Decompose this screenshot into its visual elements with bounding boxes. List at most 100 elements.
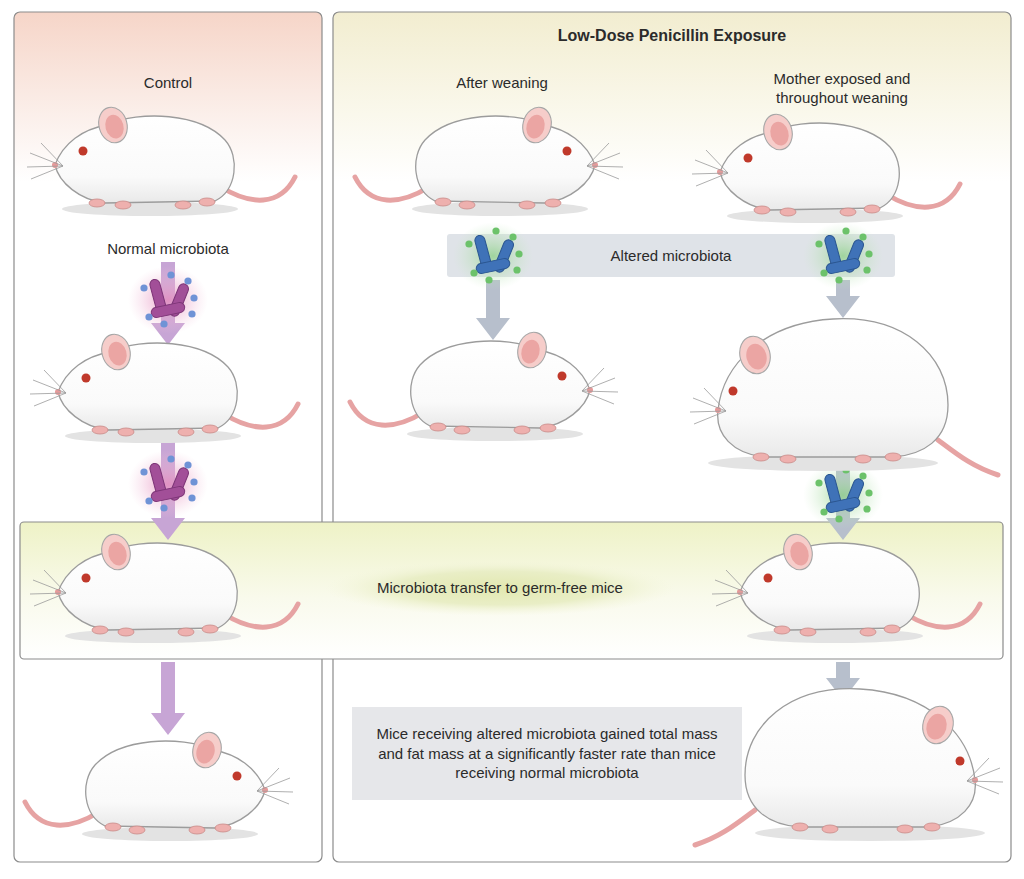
bacteria-dot — [515, 250, 522, 257]
mouse-ear-inner — [106, 540, 130, 568]
mouse-whisker — [33, 580, 66, 593]
band-label: Altered microbiota — [611, 246, 732, 266]
mouse-eye — [233, 772, 242, 781]
mouse-foot — [199, 198, 215, 206]
transfer-band: Microbiota transfer to germ-free mice — [20, 522, 1003, 659]
mouse-foot — [792, 823, 808, 831]
mouse-body — [720, 123, 899, 210]
bacteria-rod — [150, 486, 185, 503]
mouse-group — [25, 104, 1003, 845]
mouse-whisker — [694, 411, 726, 424]
mouse-whisker — [27, 166, 63, 167]
mouse-foot — [864, 205, 880, 213]
bacteria-dot — [160, 320, 167, 327]
mouse-foot — [860, 628, 876, 636]
bacteria-dot — [820, 508, 827, 515]
mouse-whisker — [967, 768, 1000, 781]
mouse-whisker — [30, 593, 66, 594]
bacteria-dot — [190, 478, 197, 485]
mouse-foot — [118, 428, 134, 436]
mouse-foot — [202, 625, 218, 633]
mouse-foot — [175, 201, 191, 209]
mouse-whisker — [33, 380, 66, 393]
mouse-whisker — [587, 166, 623, 167]
bacteria-dot — [820, 269, 827, 276]
mouse-whisker — [696, 173, 728, 186]
mouse-ear — [189, 729, 225, 771]
bacteria-glow — [128, 266, 208, 334]
bacteria-dot — [509, 233, 516, 240]
bacteria-glow — [803, 222, 883, 290]
mouse-whisker — [34, 393, 66, 406]
bacteria-rod — [150, 302, 185, 319]
mouse-foot — [774, 626, 790, 634]
mouse-body — [58, 343, 237, 430]
mouse-figure — [350, 329, 618, 441]
mouse-ear-inner — [768, 120, 792, 148]
mouse-body — [740, 543, 919, 630]
mouse-foot — [202, 425, 218, 433]
bacteria-dot — [167, 455, 174, 462]
mouse-eye — [558, 372, 567, 381]
mouse-whisker — [30, 393, 66, 394]
mouse-tail — [938, 440, 998, 475]
mouse-foot — [118, 628, 134, 636]
mouse-ear — [95, 104, 131, 146]
mouse-whisker — [44, 570, 66, 593]
bacteria-cluster — [453, 222, 533, 290]
bacteria-dot — [188, 310, 195, 317]
mouse-ear-inner — [788, 540, 812, 568]
microbiota-label: Normal microbiota — [107, 239, 229, 259]
bacteria-dot — [188, 494, 195, 501]
mouse-body — [416, 116, 595, 203]
mouse-whisker — [967, 781, 1003, 782]
bacteria-cluster — [128, 266, 208, 334]
microbiota-band: Altered microbiota — [447, 234, 895, 277]
mouse-tail — [695, 810, 755, 845]
panel-ground — [14, 12, 322, 862]
mouse-figure — [692, 111, 960, 223]
mouse-foot — [189, 826, 205, 834]
mouse-ear — [519, 104, 555, 146]
bacteria-dot — [815, 479, 822, 486]
mouse-foot — [519, 201, 535, 209]
mouse-eye — [956, 757, 965, 766]
column-label: After weaning — [456, 73, 548, 93]
mouse-ear-inner — [743, 342, 769, 372]
mouse-foot — [780, 455, 796, 463]
mouse-whisker — [692, 173, 728, 174]
mouse-foot — [754, 206, 770, 214]
mouse-ear-inner — [524, 113, 548, 141]
mouse-whisker — [587, 166, 619, 179]
mouse-ear — [919, 703, 958, 747]
mouse-whisker — [582, 391, 618, 392]
mouse-whisker — [582, 391, 614, 404]
panel-ground — [333, 12, 1011, 862]
exposure-panel: Altered microbiotaMice receiving altered… — [333, 12, 1011, 862]
mouse-foot — [800, 628, 816, 636]
mouse-foot — [459, 201, 475, 209]
mouse-foot — [855, 455, 871, 463]
mouse-foot — [884, 625, 900, 633]
mouse-ear-inner — [519, 338, 543, 366]
mouse-foot — [115, 201, 131, 209]
mouse-foot — [780, 208, 796, 216]
mouse-foot — [885, 453, 901, 461]
result-text: Mice receiving altered microbiota gained… — [364, 724, 730, 783]
mouse-whisker — [257, 778, 290, 791]
bacteria-rod — [475, 258, 510, 275]
mouse-whisker — [31, 166, 63, 179]
bacteria-dot — [859, 472, 866, 479]
mouse-whisker — [582, 378, 615, 391]
bacteria-dot — [470, 269, 477, 276]
mouse-foot — [454, 426, 470, 434]
bacteria-dot — [145, 313, 152, 320]
bacteria-glow — [453, 222, 533, 290]
glow-oval — [325, 560, 675, 616]
panel-title: Low-Dose Penicillin Exposure — [558, 26, 787, 47]
bacteria-dot — [815, 240, 822, 247]
mouse-whisker — [716, 593, 748, 606]
bacteria-dot — [160, 504, 167, 511]
mouse-foot — [92, 426, 108, 434]
column-label: Mother exposed and throughout weaning — [752, 69, 932, 108]
